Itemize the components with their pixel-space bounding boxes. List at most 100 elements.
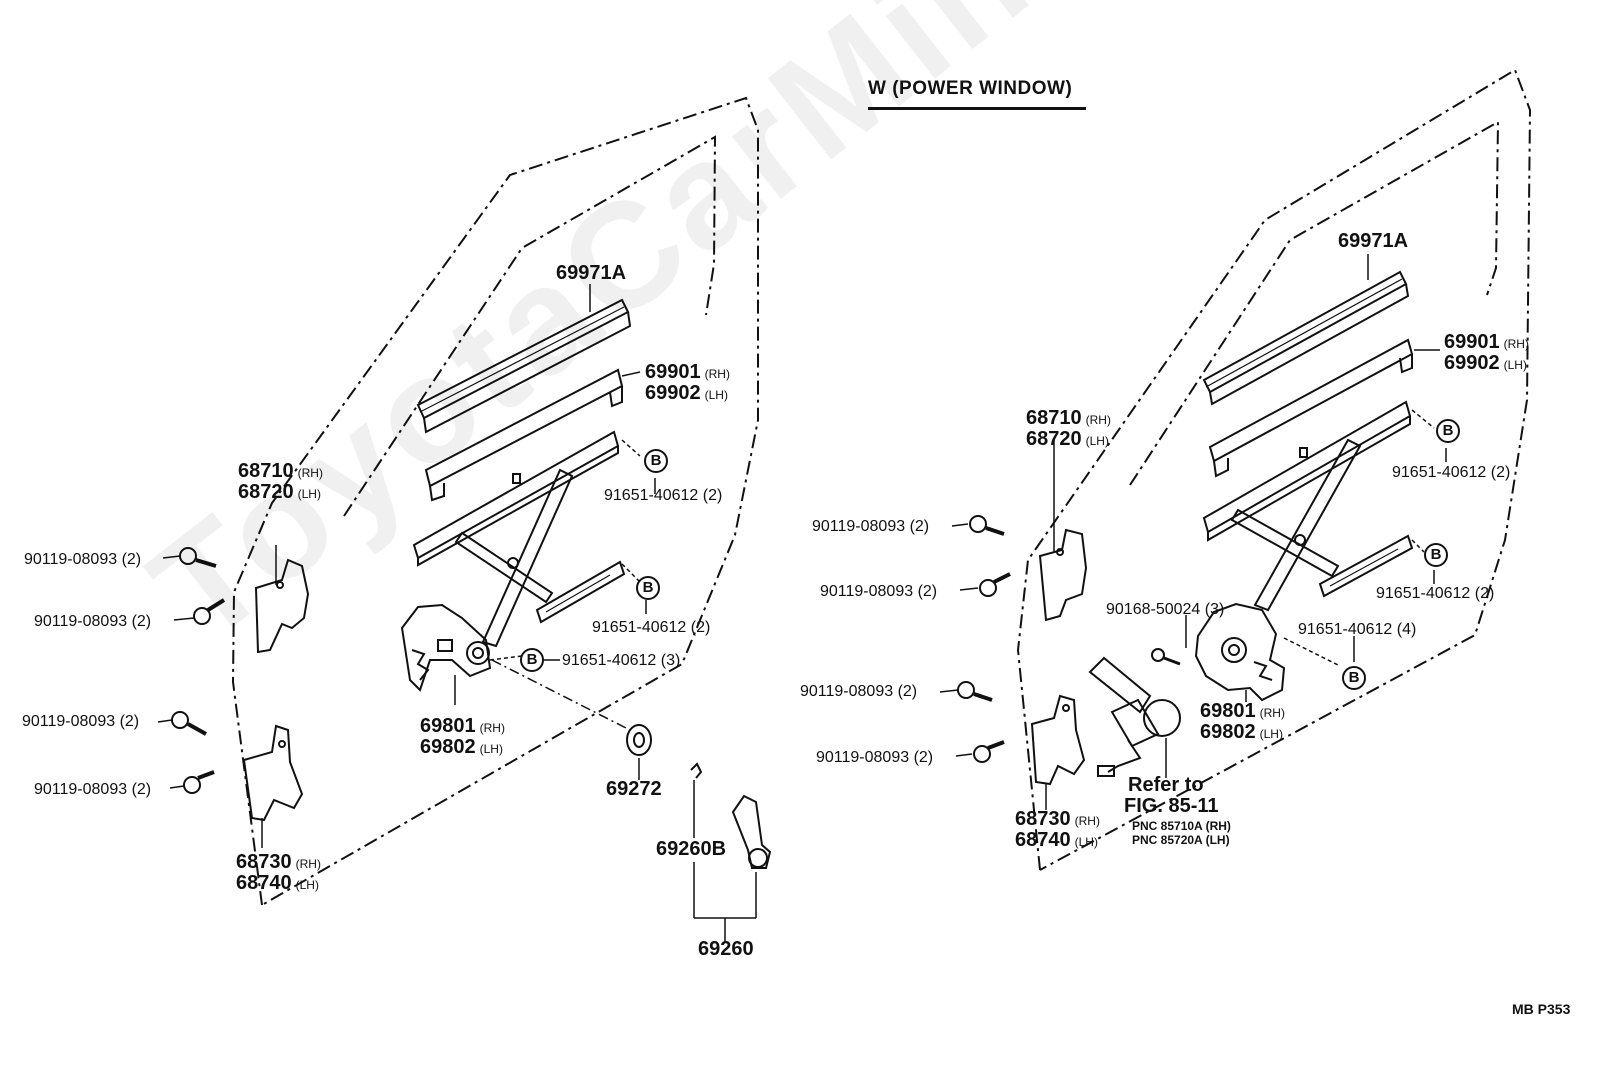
right-bolt-4 [973,740,1005,763]
right-badge-b-2: B [1424,543,1448,567]
right-bolt-2 [979,572,1011,597]
left-lift-channel [412,430,620,567]
title-underline [868,107,1086,110]
left-leaders [157,284,757,942]
right-channel-label: 69901(RH) 69902(LH) [1444,331,1529,375]
right-pnc-rh: PNC 85710A (RH) [1132,819,1231,833]
left-regulator-arms [454,468,626,648]
left-glass-run [416,298,632,434]
left-regulator-label: 69801(RH) 69802(LH) [420,715,505,759]
right-bolt-3 [957,681,993,702]
left-hinge-lower-lh: 68740 [236,872,292,894]
right-door-outline [1016,68,1532,871]
right-hinge-lower-rh: 68730 [1015,808,1071,830]
right-hinge-upper-lh-tag: (LH) [1085,434,1109,448]
left-handle-assy-label: 69260 [698,938,754,960]
left-door-outline [231,96,759,906]
right-screw-label-2: 91651-40612 (2) [1376,585,1495,602]
right-motor-screw-label: 90168-50024 (3) [1106,601,1225,618]
right-bolt-label-3: 90119-08093 (2) [800,683,918,700]
right-leaders [939,254,1447,778]
left-screw-label-1: 91651-40612 (2) [604,487,723,504]
right-motor-screw [1151,648,1181,666]
figure-code: MB P353 [1512,1001,1571,1017]
left-channel-lh-tag: (LH) [704,388,728,402]
right-regulator-rh: 69801 [1200,700,1256,722]
left-hinge-upper-lh: 68720 [238,481,294,503]
right-regulator-lh: 69802 [1200,721,1256,743]
left-bolt-label-4: 90119-08093 (2) [34,781,152,798]
left-channel-rh-tag: (RH) [704,367,730,381]
right-hinge-lower-rh-tag: (RH) [1074,814,1100,828]
right-glass-run [1202,270,1410,406]
right-channel [1208,338,1414,478]
left-hinge-lower-label: 68730(RH) 68740(LH) [236,851,321,895]
right-hinge-lower-label: 68730(RH) 68740(LH) [1015,808,1100,852]
right-window-motor [1088,656,1181,777]
right-hinge-lower-lh: 68740 [1015,829,1071,851]
left-lower-hinge [242,724,304,848]
left-channel [424,368,624,502]
left-screw-label-3: 91651-40612 (3) [562,652,681,669]
right-hinge-upper-label: 68710(RH) 68720(LH) [1026,407,1111,451]
left-hinge-upper-rh: 68710 [238,460,294,482]
right-lift-channel [1202,400,1412,542]
right-bolt-label-1: 90119-08093 (2) [812,518,930,535]
right-glass-run-label: 69971A [1338,230,1409,252]
left-hinge-lower-rh: 68730 [236,851,292,873]
left-bolt-label-3: 90119-08093 (2) [22,713,140,730]
left-badge-b-2: B [636,576,660,600]
right-channel-rh-tag: (RH) [1503,337,1529,351]
left-hinge-upper-label: 68710(RH) 68720(LH) [238,460,323,504]
left-channel-lh: 69902 [645,382,701,404]
left-screw-label-2: 91651-40612 (2) [592,619,711,636]
left-handle-clip-label: 69260B [656,838,727,860]
left-regulator-plate [400,603,492,692]
right-hinge-upper-rh: 68710 [1026,407,1082,429]
right-hinge-upper-rh-tag: (RH) [1085,413,1111,427]
right-bolt-label-4: 90119-08093 (2) [816,749,934,766]
left-regulator-lh-tag: (LH) [479,742,503,756]
right-upper-hinge [1038,440,1088,622]
left-hinge-lower-lh-tag: (LH) [295,878,319,892]
left-channel-label: 69901(RH) 69902(LH) [645,361,730,405]
right-regulator-label: 69801(RH) 69802(LH) [1200,700,1285,744]
right-channel-lh-tag: (LH) [1503,358,1527,372]
left-hinge-upper-rh-tag: (RH) [297,466,323,480]
right-lower-hinge [1030,694,1086,810]
right-screw-label-1: 91651-40612 (2) [1392,464,1511,481]
right-hinge-upper-lh: 68720 [1026,428,1082,450]
left-window-frame [343,135,717,517]
left-badge-b-3: B [520,648,544,672]
left-bolt-4 [183,770,215,794]
right-regulator-plate [1194,602,1286,702]
right-channel-lh: 69902 [1444,352,1500,374]
right-badge-b-1: B [1436,419,1460,443]
left-hinge-lower-rh-tag: (RH) [295,857,321,871]
right-hinge-lower-lh-tag: (LH) [1074,835,1098,849]
right-screw-label-3: 91651-40612 (4) [1298,621,1417,638]
left-regulator-rh: 69801 [420,715,476,737]
left-bolt-3 [171,711,207,736]
right-channel-rh: 69901 [1444,331,1500,353]
left-washer-label: 69272 [606,778,662,800]
right-regulator-rh-tag: (RH) [1259,706,1285,720]
left-window-handle [690,762,772,869]
right-regulator-arms [1230,438,1414,612]
left-bolt-label-2: 90119-08093 (2) [34,613,152,630]
left-upper-hinge [254,545,310,654]
right-badge-b-3: B [1342,666,1366,690]
right-bolt-label-2: 90119-08093 (2) [820,583,938,600]
right-window-frame [1129,120,1500,486]
left-badge-b-1: B [644,449,668,473]
left-channel-rh: 69901 [645,361,701,383]
left-glass-run-label: 69971A [556,262,627,284]
right-refer-line1: Refer to [1128,774,1204,796]
diagram-title: W (POWER WINDOW) [868,78,1073,99]
left-hinge-upper-lh-tag: (LH) [297,487,321,501]
left-washer [626,724,652,756]
right-regulator-lh-tag: (LH) [1259,727,1283,741]
right-pnc-lh: PNC 85720A (LH) [1132,833,1230,847]
left-regulator-rh-tag: (RH) [479,721,505,735]
